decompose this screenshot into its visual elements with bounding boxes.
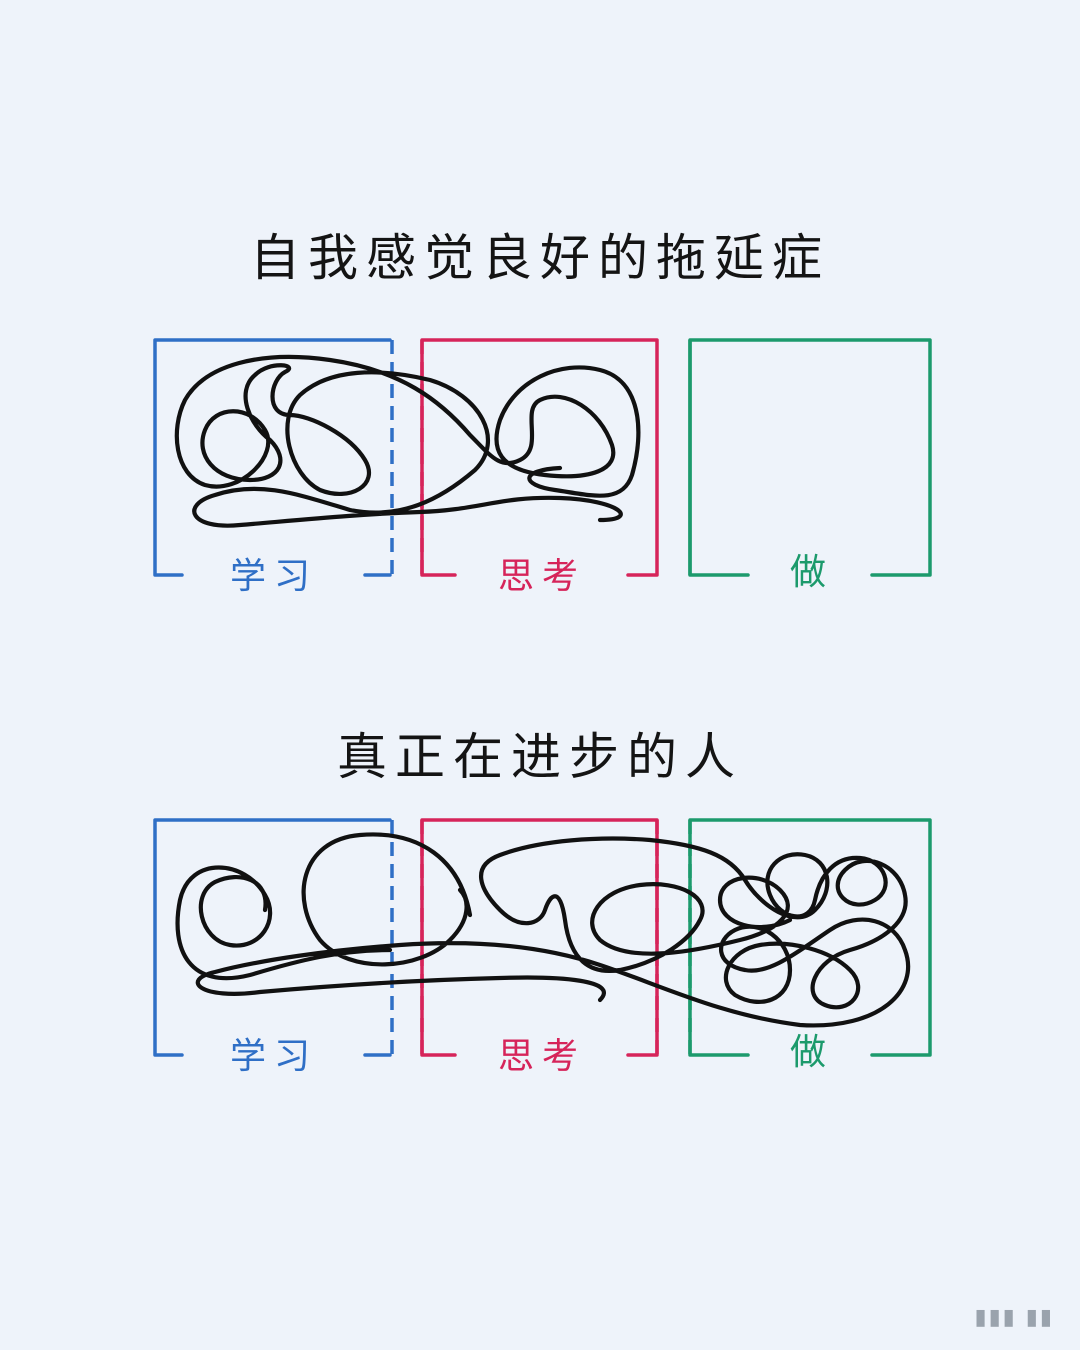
scribble-line: [175, 832, 911, 1028]
title-real-progress: 真正在进步的人: [337, 728, 743, 786]
bracket-think: [420, 818, 659, 1057]
bracket-learn: [153, 818, 392, 1057]
label-do: 做: [790, 1032, 834, 1073]
scribble-line: [174, 354, 641, 528]
label-learn: 学习: [230, 1036, 318, 1077]
diagram-real-progress: 学习 思考 做: [153, 818, 932, 1077]
watermark-bars-icon: ▮▮▮ ▮▮: [974, 1305, 1054, 1330]
label-learn: 学习: [230, 556, 318, 597]
title-procrastination: 自我感觉良好的拖延症: [250, 229, 830, 287]
bracket-learn: [153, 338, 392, 577]
bracket-think: [420, 338, 659, 577]
bracket-do: [688, 818, 932, 1057]
label-think: 思考: [498, 1036, 586, 1077]
bracket-do: [688, 338, 932, 577]
label-do: 做: [790, 552, 834, 593]
diagram-procrastination: 学习 思考 做: [153, 338, 932, 597]
label-think: 思考: [498, 556, 586, 597]
